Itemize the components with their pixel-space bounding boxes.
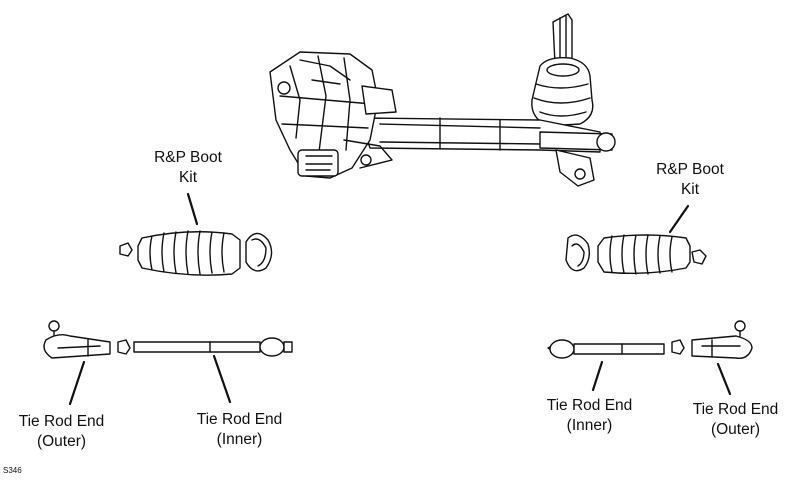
label-line: R&P Boot — [656, 161, 724, 178]
large-clamp-right — [565, 234, 591, 272]
boot-kit-left — [119, 230, 273, 276]
label-tie-rod-end-inner-right: Tie Rod End (Inner) — [532, 396, 647, 436]
label-line: Kit — [680, 181, 700, 198]
boot-left — [137, 231, 241, 276]
leader-lines — [68, 192, 732, 406]
small-clamp-right — [691, 249, 707, 265]
label-line: Tie Rod End — [196, 411, 283, 428]
leader-tre-outer-right — [716, 362, 732, 396]
leader-tre-inner-right — [591, 360, 604, 392]
label-tie-rod-end-inner-left: Tie Rod End (Inner) — [182, 410, 297, 450]
leader-boot-right — [668, 204, 690, 234]
label-line: (Outer) — [36, 433, 87, 450]
label-tie-rod-end-outer-right: Tie Rod End (Outer) — [678, 400, 793, 440]
tie-rod-end-outer-right — [671, 320, 753, 359]
label-line: Tie Rod End — [692, 401, 779, 418]
leader-tre-inner-left — [212, 354, 232, 404]
rack-and-pinion-assembly — [269, 13, 616, 187]
tie-rod-end-inner-left — [133, 337, 293, 357]
large-clamp-left — [245, 232, 273, 272]
boot-right — [597, 234, 691, 275]
leader-boot-left — [186, 192, 199, 226]
label-boot-kit-left: R&P Boot Kit — [138, 148, 238, 188]
figure-reference: S346 — [3, 466, 22, 475]
label-boot-kit-right: R&P Boot Kit — [640, 160, 740, 200]
label-line: (Inner) — [566, 417, 613, 434]
label-line: Tie Rod End — [18, 413, 105, 430]
small-clamp-left — [119, 242, 133, 257]
label-line: (Outer) — [710, 421, 761, 438]
label-line: Kit — [178, 169, 198, 186]
tie-rod-end-inner-right — [547, 339, 665, 359]
leader-tre-outer-left — [68, 360, 86, 406]
tie-rod-end-outer-left — [43, 320, 131, 359]
label-line: R&P Boot — [154, 149, 222, 166]
label-tie-rod-end-outer-left: Tie Rod End (Outer) — [4, 412, 119, 452]
boot-kit-right — [565, 234, 707, 275]
label-line: Tie Rod End — [546, 397, 633, 414]
label-line: (Inner) — [216, 431, 263, 448]
